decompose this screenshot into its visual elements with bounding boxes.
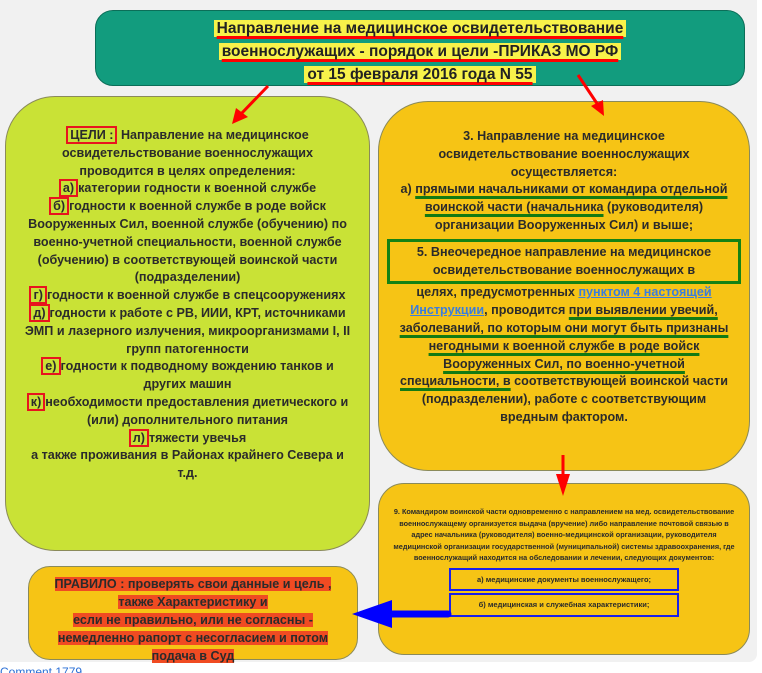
title-line: от 15 февраля 2016 года N 55 (304, 66, 536, 83)
goals-intro: Направление на медицинское освидетельств… (61, 128, 314, 178)
clause-3a: а) прямыми начальниками от командира отд… (393, 181, 735, 234)
rule-line: если не правильно, или не согласны - (73, 613, 313, 627)
goal-item: к)необходимости предоставления диетическ… (24, 392, 351, 430)
goal-marker: е) (41, 357, 61, 376)
goal-marker: б) (49, 197, 70, 216)
red-arrow-down-icon (556, 455, 570, 496)
goals-box: ЦЕЛИ : Направление на медицинское освиде… (5, 96, 370, 551)
documents-box: 9. Командиром воинской части одновременн… (378, 483, 750, 655)
procedure-box: 3. Направление на медицинское освидетель… (378, 101, 750, 471)
goal-text: категории годности к военной службе (78, 181, 317, 196)
clause-3a-rest: (руководителя) организации Вооруженных С… (434, 200, 704, 232)
goal-marker: г) (29, 286, 47, 305)
clause-5-underlined: при выявлении увечий, заболеваний, по ко… (399, 303, 729, 389)
goal-marker: д) (29, 303, 50, 322)
goal-marker: к) (26, 392, 46, 411)
goal-marker: л) (128, 428, 149, 447)
clause-5-boxed: 5. Внеочередное направление на медицинск… (387, 238, 741, 285)
goal-text: годности к военной службе в роде войск В… (28, 199, 347, 285)
clause-3a-prefix: а) (400, 182, 416, 197)
footer-link[interactable]: Comment 1779 (0, 665, 83, 673)
clause-5-rest: соответствующей воинской части (подразде… (421, 374, 728, 424)
goal-text: годности к военной службе в спецсооружен… (46, 288, 346, 303)
clause-3a-underlined: прямыми начальниками от командира отдель… (415, 182, 728, 215)
goal-text: необходимости предоставления диетическог… (45, 394, 349, 427)
title-line: военнослужащих - порядок и цели -ПРИКАЗ … (218, 43, 622, 60)
title-line: Направление на медицинское освидетельств… (213, 20, 627, 37)
goals-outro: а также проживания в Районах крайнего Се… (31, 448, 344, 481)
rule-line: также Характеристику и (118, 595, 268, 609)
clause-5-text: целях, предусмотренных (416, 285, 579, 300)
clause-5: целях, предусмотренных пунктом 4 настоящ… (393, 284, 735, 426)
goal-text: годности к работе с РВ, ИИИ, КРТ, источн… (24, 305, 351, 356)
blue-arrow-left-icon (352, 600, 452, 628)
clause-3: 3. Направление на медицинское освидетель… (438, 129, 690, 179)
title-box: Направление на медицинское освидетельств… (95, 10, 745, 86)
clause-5-text: , проводится (484, 303, 569, 318)
goal-item: е)годности к подводному вождению танков … (24, 357, 351, 394)
clause-9: 9. Командиром воинской части одновременн… (393, 507, 735, 562)
goal-text: годности к подводному вождению танков и … (60, 359, 334, 392)
rule-line: подача в Суд (151, 649, 235, 663)
goal-item: б)годности к военной службе в роде войск… (24, 197, 351, 287)
goal-text: тяжести увечья (149, 430, 247, 445)
goal-item: г)годности к военной службе в спецсооруж… (24, 286, 351, 305)
red-arrow-left-icon (232, 84, 270, 124)
instruction-link[interactable]: пунктом 4 настоящей Инструкции (410, 285, 712, 318)
rule-box: ПРАВИЛО : проверять свои данные и цель ,… (28, 566, 358, 663)
goal-item: а)категории годности к военной службе (24, 179, 351, 198)
goals-label: ЦЕЛИ : (66, 126, 118, 144)
rule-line: немедленно рапорт с несогласием и потом (57, 631, 329, 645)
goal-item: л)тяжести увечья (24, 428, 351, 448)
goal-item: д)годности к работе с РВ, ИИИ, КРТ, исто… (24, 303, 351, 358)
document-item-b: б) медицинская и служебная характеристик… (449, 593, 679, 617)
red-arrow-right-icon (576, 74, 604, 116)
document-item-a: а) медицинские документы военнослужащего… (449, 567, 679, 591)
goal-marker: а) (58, 179, 79, 198)
rule-line: ПРАВИЛО : проверять свои данные и цель , (54, 577, 332, 591)
